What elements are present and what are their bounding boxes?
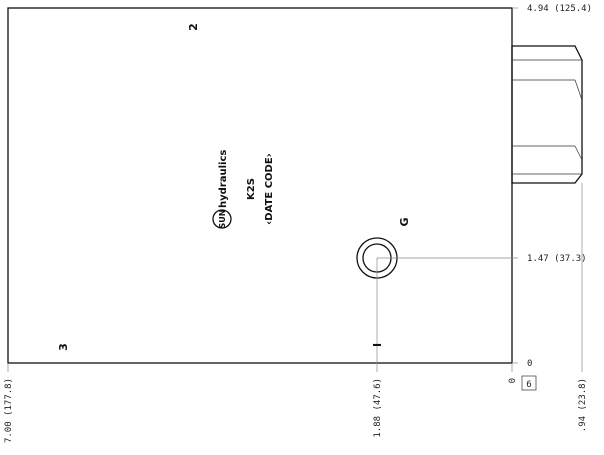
dim-label-g-port-right: 1.47 (37.3) xyxy=(527,254,587,264)
brand-name: hydraulics xyxy=(218,150,229,208)
port-label-1: I xyxy=(371,343,384,347)
dim-label-cartridge-bottom: .94 (23.8) xyxy=(578,378,588,432)
dim-label-bottom-left: 7.00 (177.8) xyxy=(4,378,14,443)
manifold-body xyxy=(7,7,513,364)
date-code-label: ‹DATE CODE› xyxy=(264,153,275,225)
dim-label-zero-bottom: 0 xyxy=(508,378,518,383)
detail-box-label: 6 xyxy=(526,380,531,390)
dim-label-top-right: 4.94 (125.4) xyxy=(527,4,592,14)
port-label-g: G xyxy=(398,217,411,226)
brand-logo: SUN xyxy=(212,209,232,229)
cartridge-body xyxy=(511,45,583,184)
dim-label-g-port-bottom: 1.88 (47.6) xyxy=(373,378,383,438)
body-marking: SUN hydraulics K2S ‹DATE CODE› xyxy=(212,150,275,229)
port-label-2: 2 xyxy=(187,23,200,31)
brand-logo-text: SUN xyxy=(218,210,227,229)
detail-box: 6 xyxy=(521,375,537,391)
model-label: K2S xyxy=(246,178,257,200)
port-label-3: 3 xyxy=(57,343,70,351)
dim-label-zero-right: 0 xyxy=(527,359,532,369)
dimension-lines xyxy=(7,7,583,372)
